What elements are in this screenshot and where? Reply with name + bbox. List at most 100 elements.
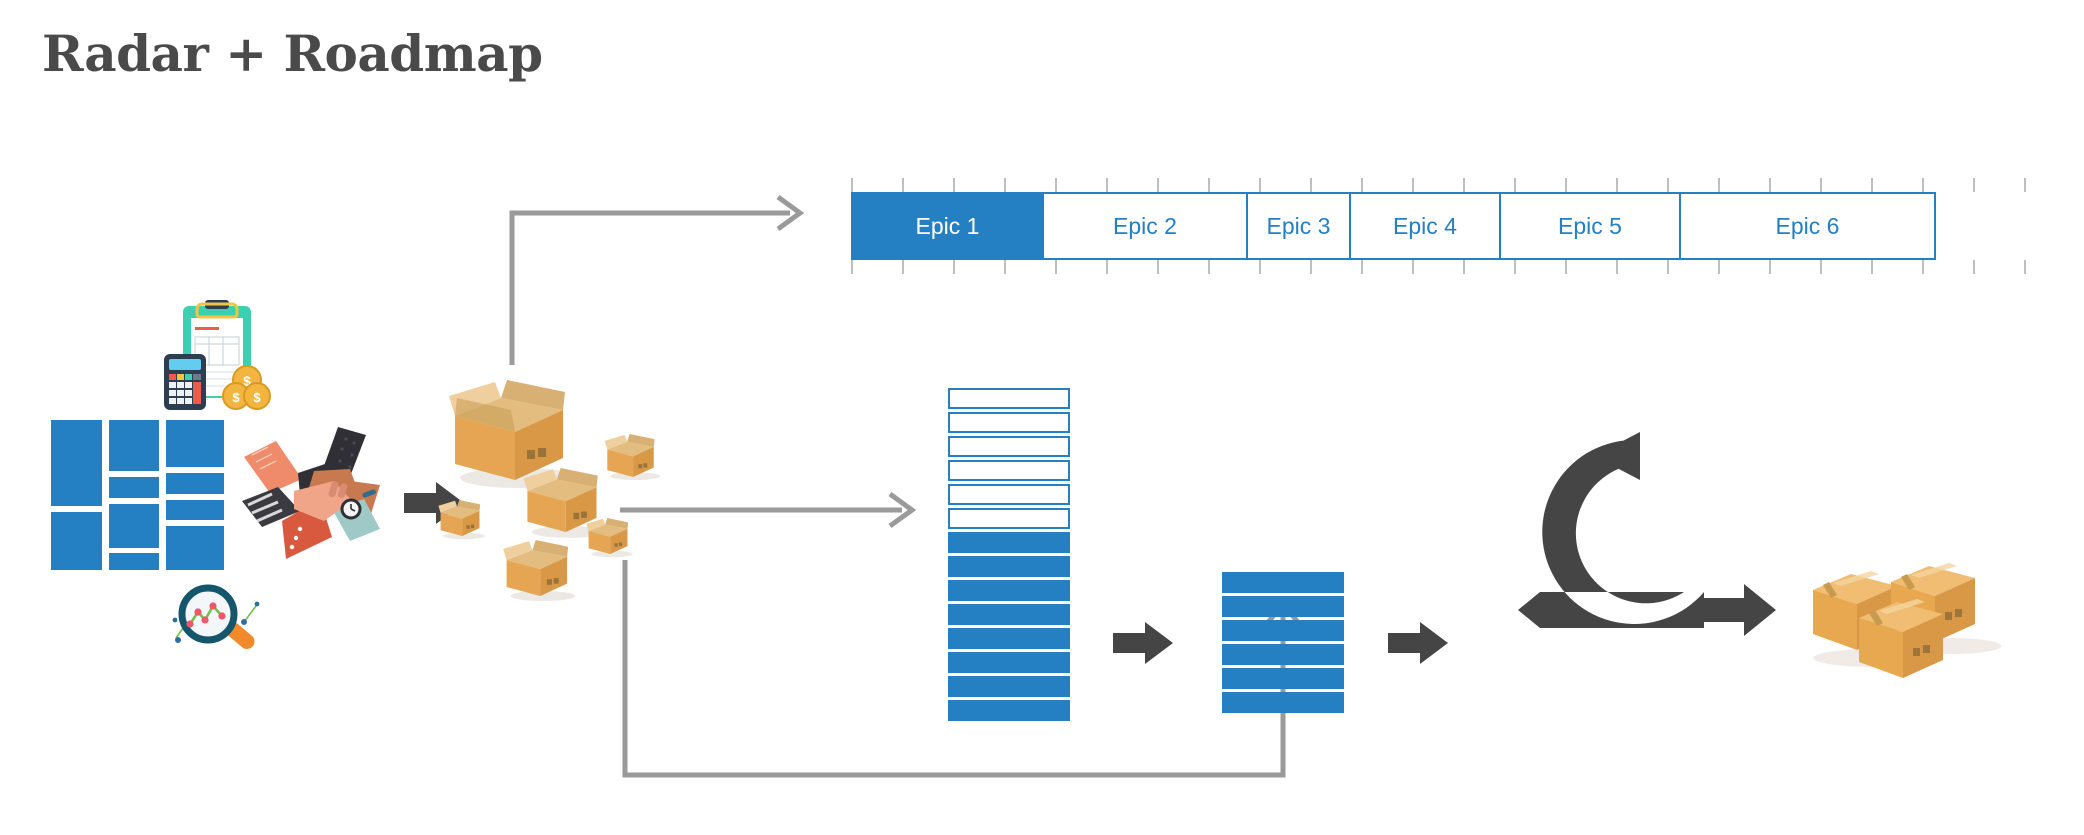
epic-segment-2[interactable]: Epic 2 xyxy=(1042,192,1248,260)
scrum-cycle-icon xyxy=(1518,432,1776,636)
sprint-item xyxy=(1222,644,1344,665)
epic-segment-1[interactable]: Epic 1 xyxy=(851,192,1044,260)
kanban-card xyxy=(109,553,159,570)
roadmap-tick xyxy=(1871,260,1873,274)
roadmap-tick xyxy=(1361,260,1363,274)
roadmap-tick xyxy=(1208,260,1210,274)
sprint-backlog-stack xyxy=(1222,572,1344,716)
roadmap-tick xyxy=(1565,260,1567,274)
epic-segment-6[interactable]: Epic 6 xyxy=(1679,192,1936,260)
open-boxes-icon xyxy=(438,380,661,602)
kanban-card xyxy=(166,420,224,467)
kanban-card xyxy=(109,504,159,548)
roadmap-tick xyxy=(953,260,955,274)
backlog-item-pending xyxy=(948,508,1070,529)
roadmap-tick xyxy=(1310,178,1312,192)
roadmap-ticks-bottom xyxy=(851,260,2036,274)
backlog-item-pending xyxy=(948,460,1070,481)
roadmap-tick xyxy=(1820,178,1822,192)
roadmap-tick xyxy=(953,178,955,192)
closed-boxes-icon xyxy=(1813,563,2001,678)
roadmap-tick xyxy=(1157,178,1159,192)
roadmap-tick xyxy=(1004,178,1006,192)
roadmap-tick xyxy=(851,178,853,192)
backlog-item-ready xyxy=(948,580,1070,601)
roadmap-tick xyxy=(851,260,853,274)
roadmap-tick xyxy=(1157,260,1159,274)
backlog-item-pending xyxy=(948,412,1070,433)
backlog-item-ready xyxy=(948,604,1070,625)
kanban-card xyxy=(51,420,102,506)
roadmap-tick xyxy=(1055,260,1057,274)
roadmap-tick xyxy=(1412,178,1414,192)
roadmap-tick xyxy=(902,178,904,192)
kanban-card xyxy=(166,526,224,570)
roadmap-tick xyxy=(1922,178,1924,192)
epic-segment-3[interactable]: Epic 3 xyxy=(1246,192,1351,260)
product-backlog-stack xyxy=(948,388,1070,721)
kanban-card xyxy=(166,500,224,520)
magnifier-chart-icon xyxy=(172,584,260,649)
connector-elbow-arrow xyxy=(509,194,805,365)
roadmap-tick xyxy=(902,260,904,274)
roadmap-tick xyxy=(1259,178,1261,192)
kanban-card xyxy=(109,477,159,498)
svg-text:$: $ xyxy=(253,390,261,405)
roadmap-tick xyxy=(1259,260,1261,274)
backlog-item-pending xyxy=(948,388,1070,409)
roadmap-tick xyxy=(1616,260,1618,274)
coins-icon: $ $ $ xyxy=(222,365,271,410)
roadmap-tick xyxy=(1463,178,1465,192)
backlog-item-pending xyxy=(948,484,1070,505)
backlog-item-ready xyxy=(948,700,1070,721)
backlog-item-pending xyxy=(948,436,1070,457)
sprint-item xyxy=(1222,692,1344,713)
roadmap-tick xyxy=(1514,260,1516,274)
backlog-item-ready xyxy=(948,556,1070,577)
backlog-item-ready xyxy=(948,532,1070,553)
roadmap-tick xyxy=(1769,260,1771,274)
backlog-item-ready xyxy=(948,652,1070,673)
kanban-card xyxy=(166,473,224,494)
sprint-item xyxy=(1222,572,1344,593)
team-hands-icon xyxy=(242,427,380,559)
roadmap-tick xyxy=(1667,260,1669,274)
connector-boxes-to-backlog xyxy=(620,491,917,529)
roadmap-tick xyxy=(1718,178,1720,192)
epic-segment-4[interactable]: Epic 4 xyxy=(1349,192,1501,260)
svg-text:$: $ xyxy=(232,390,240,405)
roadmap-tick xyxy=(1463,260,1465,274)
page-title: Radar + Roadmap xyxy=(42,24,543,83)
kanban-card xyxy=(109,420,159,471)
roadmap-tick xyxy=(1565,178,1567,192)
roadmap-tick xyxy=(1820,260,1822,274)
roadmap-tick xyxy=(1361,178,1363,192)
roadmap-tick xyxy=(2024,260,2026,274)
roadmap-tick xyxy=(1106,260,1108,274)
sprint-item xyxy=(1222,620,1344,641)
roadmap-tick xyxy=(1922,260,1924,274)
clipboard-icon: $ $ $ xyxy=(164,300,271,410)
kanban-card xyxy=(51,512,102,570)
roadmap-tick xyxy=(1055,178,1057,192)
calculator-icon xyxy=(164,354,206,410)
roadmap-tick xyxy=(1769,178,1771,192)
sprint-item xyxy=(1222,668,1344,689)
epic-segment-5[interactable]: Epic 5 xyxy=(1499,192,1681,260)
roadmap-tick xyxy=(1616,178,1618,192)
kanban-board-illustration xyxy=(51,420,226,570)
roadmap-tick xyxy=(1973,178,1975,192)
roadmap-tick xyxy=(1718,260,1720,274)
roadmap-tick xyxy=(1871,178,1873,192)
roadmap-tick xyxy=(2024,178,2026,192)
roadmap-tick xyxy=(1514,178,1516,192)
roadmap-tick xyxy=(1004,260,1006,274)
roadmap-tick xyxy=(1106,178,1108,192)
sprint-item xyxy=(1222,596,1344,617)
roadmap-tick xyxy=(1667,178,1669,192)
arrow-right-icon xyxy=(1113,622,1173,664)
roadmap-tick xyxy=(1412,260,1414,274)
backlog-item-ready xyxy=(948,676,1070,697)
